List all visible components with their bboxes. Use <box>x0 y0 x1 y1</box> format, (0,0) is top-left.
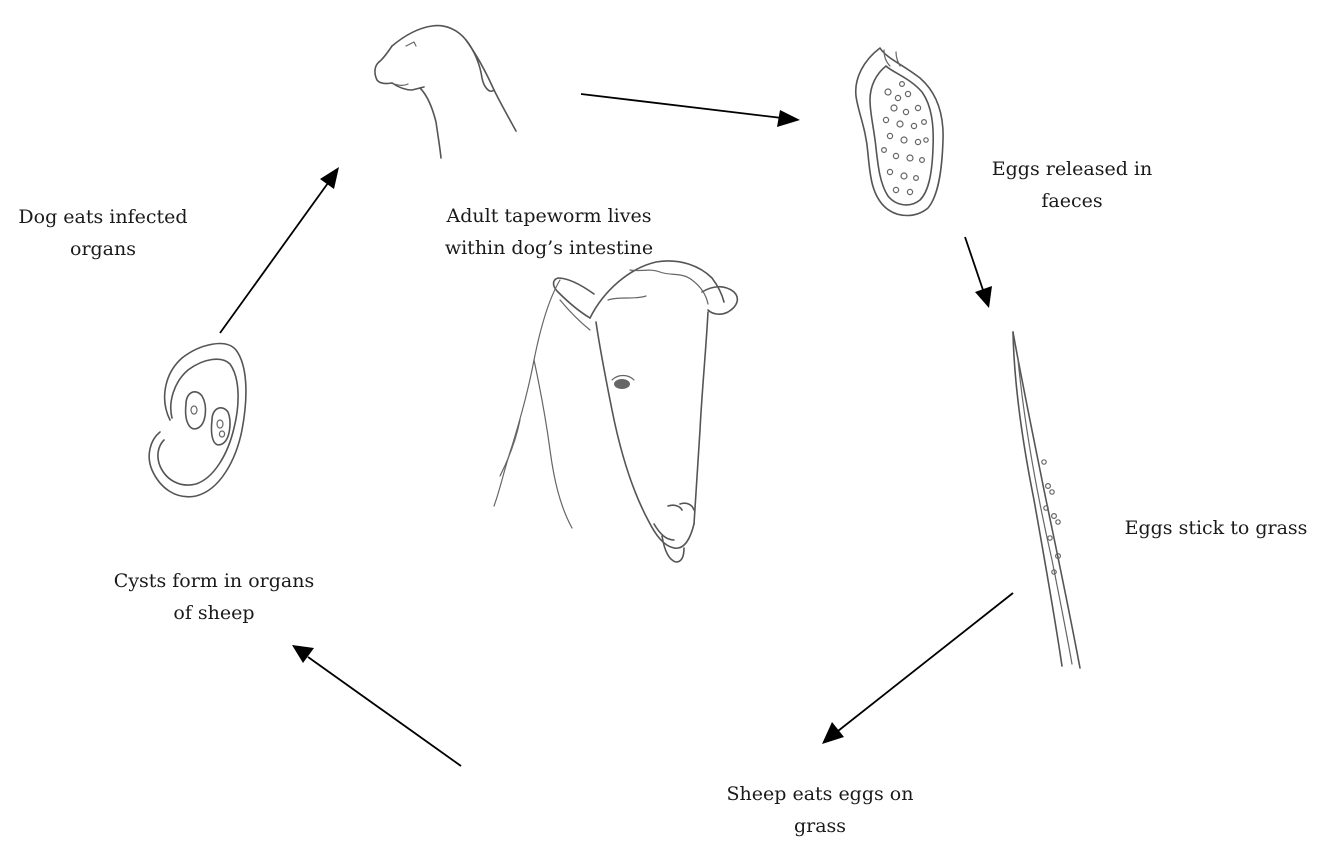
arrow-sheep-to-cyst <box>292 645 461 766</box>
grass-blade-with-eggs-icon <box>1013 332 1080 668</box>
cyst-icon <box>149 344 246 497</box>
label-line: organs <box>0 233 206 265</box>
label-dog-eats-organs: Dog eats infected organs <box>0 201 206 265</box>
label-line: within dog’s intestine <box>404 232 694 264</box>
arrow-grass-to-sheep <box>822 593 1013 744</box>
arrow-dog-to-faeces <box>581 94 800 127</box>
dog-head-icon <box>375 26 516 158</box>
label-adult-tapeworm: Adult tapeworm lives within dog’s intest… <box>404 200 694 264</box>
label-line: Dog eats infected <box>0 201 206 233</box>
label-line: Eggs stick to grass <box>1108 512 1324 544</box>
arrow-cyst-to-dog <box>220 167 339 333</box>
label-line: Adult tapeworm lives <box>404 200 694 232</box>
label-cysts-form: Cysts form in organs of sheep <box>76 565 352 629</box>
label-line: Cysts form in organs <box>76 565 352 597</box>
label-line: grass <box>690 810 950 842</box>
label-sheep-eats-eggs: Sheep eats eggs on grass <box>690 778 950 842</box>
label-line: faeces <box>962 185 1182 217</box>
label-eggs-released: Eggs released in faeces <box>962 153 1182 217</box>
sheep-head-icon <box>494 261 737 562</box>
label-eggs-stick-to-grass: Eggs stick to grass <box>1108 512 1324 544</box>
label-line: of sheep <box>76 597 352 629</box>
label-line: Sheep eats eggs on <box>690 778 950 810</box>
label-line: Eggs released in <box>962 153 1182 185</box>
faeces-with-eggs-icon <box>856 48 943 216</box>
arrow-faeces-to-grass <box>965 237 992 308</box>
